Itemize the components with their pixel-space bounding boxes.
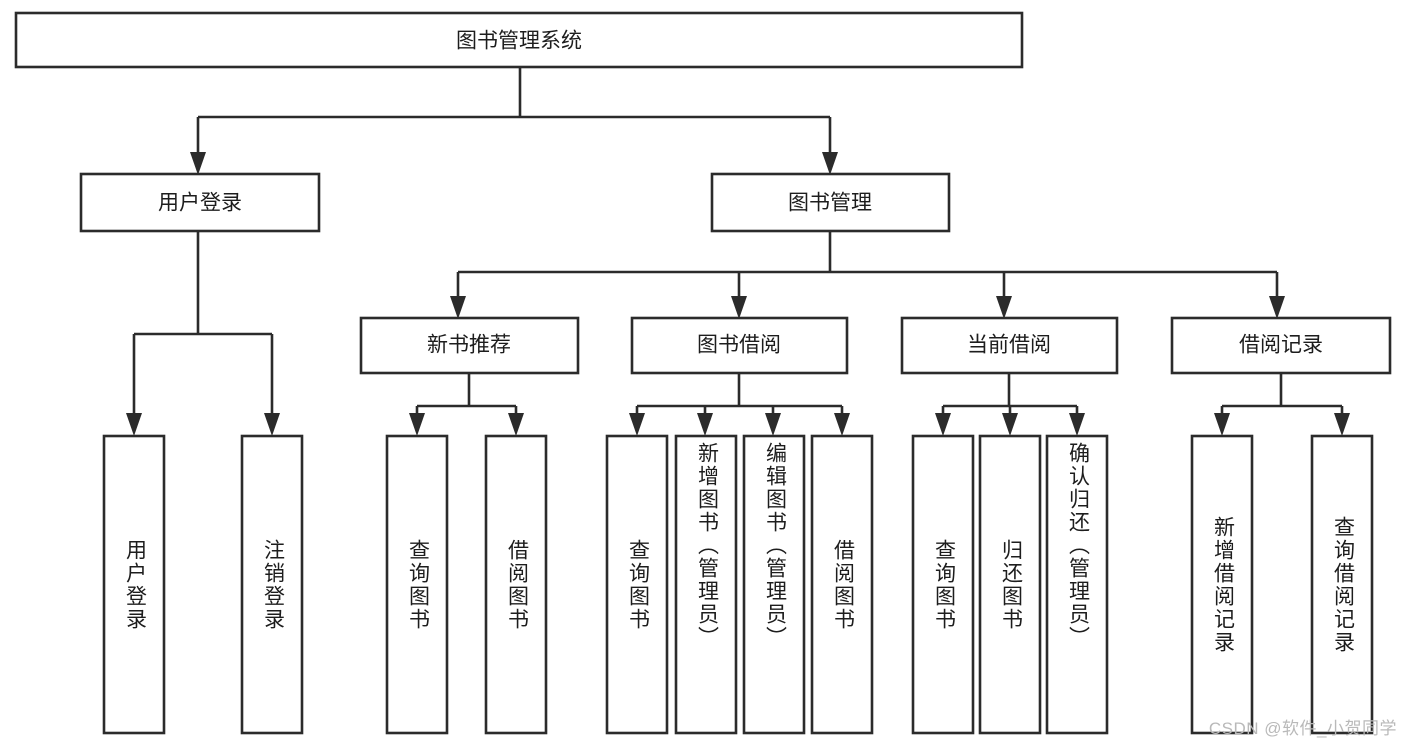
arrowhead-new-book-rec — [450, 296, 466, 319]
node-current-borrow-box[interactable] — [900, 316, 1119, 375]
arrowhead-leaf-borrow-borrow-book — [834, 413, 850, 436]
node-new-book-rec-box[interactable] — [359, 316, 580, 375]
arrowhead-leaf-borrow-query-book — [629, 413, 645, 436]
node-book-manage-label: 图书管理 — [788, 192, 872, 215]
node-leaf-rec-query-book-box[interactable] — [385, 434, 449, 735]
arrowhead-leaf-rec-query-book — [409, 413, 425, 436]
node-leaf-current-query-book-box[interactable] — [911, 434, 975, 735]
arrowhead-user-login — [190, 152, 206, 175]
node-new-book-rec-label: 新书推荐 — [427, 334, 511, 357]
edge-layer — [126, 67, 1350, 436]
arrowhead-current-borrow — [996, 296, 1012, 319]
node-book-borrow-label: 图书借阅 — [697, 334, 781, 357]
node-leaf-user-logout-box[interactable] — [240, 434, 304, 735]
node-new-book-rec[interactable]: 新书推荐 — [359, 316, 580, 375]
node-layer: 图书管理系统 用户登录 图书管理 新书推荐 图书借阅 当前 — [14, 11, 1392, 735]
arrowhead-borrow-record — [1269, 296, 1285, 319]
node-book-manage[interactable]: 图书管理 — [710, 172, 951, 233]
node-borrow-record[interactable]: 借阅记录 — [1170, 316, 1392, 375]
node-root[interactable]: 图书管理系统 — [14, 11, 1024, 69]
node-leaf-record-add-box[interactable] — [1190, 434, 1254, 735]
node-leaf-user-login-box[interactable] — [102, 434, 166, 735]
arrowhead-leaf-current-return-book — [1002, 413, 1018, 436]
arrowhead-book-manage — [822, 152, 838, 175]
arrowhead-leaf-rec-borrow-book — [508, 413, 524, 436]
node-current-borrow-label: 当前借阅 — [967, 334, 1051, 357]
arrowhead-leaf-borrow-add-book — [697, 413, 713, 436]
arrowhead-leaf-borrow-edit-book — [765, 413, 781, 436]
node-root-box[interactable] — [14, 11, 1024, 69]
arrowhead-leaf-record-add — [1214, 413, 1230, 436]
node-user-login-label: 用户登录 — [158, 192, 242, 215]
node-leaf-rec-borrow-book-box[interactable] — [484, 434, 548, 735]
node-leaf-current-return-book-box[interactable] — [978, 434, 1042, 735]
node-leaf-borrow-edit-book-box[interactable] — [742, 434, 806, 735]
node-user-login[interactable]: 用户登录 — [79, 172, 321, 233]
node-borrow-record-box[interactable] — [1170, 316, 1392, 375]
arrowhead-leaf-user-logout — [264, 413, 280, 436]
node-book-manage-box[interactable] — [710, 172, 951, 233]
watermark-text: CSDN @软件_小贺同学 — [1208, 719, 1397, 738]
node-book-borrow[interactable]: 图书借阅 — [630, 316, 849, 375]
arrowhead-leaf-user-login — [126, 413, 142, 436]
arrowhead-leaf-current-confirm-return — [1069, 413, 1085, 436]
arrowhead-leaf-current-query-book — [935, 413, 951, 436]
node-borrow-record-label: 借阅记录 — [1239, 334, 1323, 357]
node-leaf-current-confirm-return-box[interactable] — [1045, 434, 1109, 735]
node-leaf-borrow-borrow-book-box[interactable] — [810, 434, 874, 735]
arrowhead-book-borrow — [731, 296, 747, 319]
node-leaf-record-query-box[interactable] — [1310, 434, 1374, 735]
node-leaf-borrow-query-book-box[interactable] — [605, 434, 669, 735]
node-leaf-borrow-add-book-box[interactable] — [674, 434, 738, 735]
arrowhead-leaf-record-query — [1334, 413, 1350, 436]
node-book-borrow-box[interactable] — [630, 316, 849, 375]
node-current-borrow[interactable]: 当前借阅 — [900, 316, 1119, 375]
node-root-label: 图书管理系统 — [456, 30, 582, 53]
node-user-login-box[interactable] — [79, 172, 321, 233]
